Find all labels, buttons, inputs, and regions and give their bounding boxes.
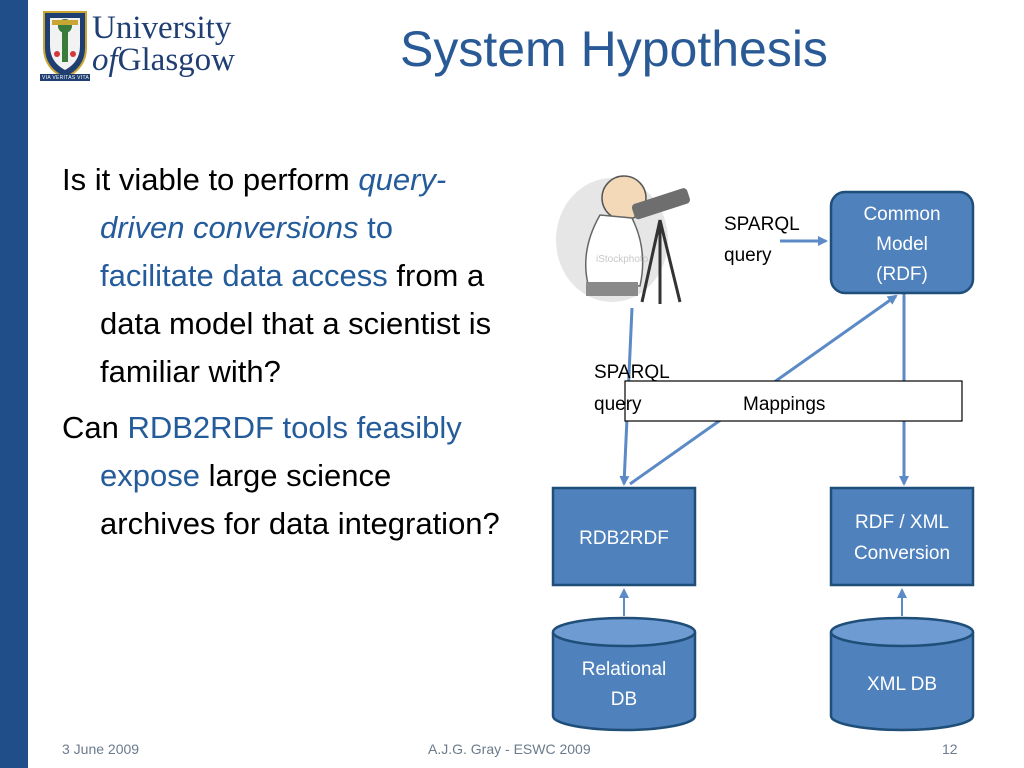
sparql-label-mid-2: query (594, 394, 642, 415)
bullet-2-text-a: Can (62, 410, 128, 445)
bullet-1-highlight: to facilitate data access (100, 210, 393, 293)
logo-motto: VIA VERITAS VITA (42, 75, 90, 81)
logo-university: University (92, 10, 232, 46)
footer-page-number: 12 (942, 741, 958, 757)
mappings-label: Mappings (743, 394, 825, 415)
mappings-box (624, 380, 963, 422)
bullet-1-emphasis: query-driven conversions (100, 162, 447, 245)
scientist-telescope-image: iStockphoto (556, 175, 690, 304)
logo-of-glasgow: ofGlasgow (92, 44, 235, 77)
rdb2rdf-label: RDB2RDF (579, 528, 669, 549)
sidebar-stripe (0, 0, 28, 768)
rdb2rdf-box (551, 486, 697, 587)
common-model-label-2: Model (876, 234, 928, 255)
sparql-label-mid-1: SPARQL (594, 362, 670, 383)
sparql-label-top-2: query (724, 245, 772, 266)
bullet-1-text-d: from a data model that a scientist is fa… (100, 258, 492, 389)
bullet-2-text-c: large science archives for data integrat… (100, 458, 500, 541)
relational-label-2: DB (611, 689, 637, 710)
xmldb-label: XML DB (867, 674, 937, 695)
footer-author: A.J.G. Gray - ESWC 2009 (428, 741, 591, 757)
common-model-box (829, 190, 975, 295)
slide-body: Is it viable to perform query-driven con… (62, 156, 502, 556)
sparql-label-top-1: SPARQL (724, 214, 800, 235)
xml-db-cylinder: XML DB (829, 616, 975, 732)
footer-date: 3 June 2009 (62, 741, 140, 757)
rdfxml-label-1: RDF / XML (855, 512, 949, 533)
relational-db-cylinder: Relational DB (551, 616, 697, 732)
common-model-label-3: (RDF) (876, 264, 928, 285)
image-watermark: iStockphoto (596, 254, 649, 265)
bullet-1: Is it viable to perform query-driven con… (62, 156, 502, 396)
logo-glasgow: Glasgow (117, 42, 235, 78)
common-model-label-1: Common (863, 204, 940, 225)
rdfxml-label-2: Conversion (854, 543, 950, 564)
rdfxml-conversion-box (829, 486, 975, 587)
relational-label-1: Relational (582, 659, 667, 680)
bullet-2: Can RDB2RDF tools feasibly expose large … (62, 404, 502, 548)
slide-title: System Hypothesis (400, 21, 828, 77)
bullet-2-highlight: RDB2RDF tools feasibly expose (100, 410, 462, 493)
bullet-1-text-a: Is it viable to perform (62, 162, 359, 197)
university-logo: University ofGlasgow VIA VERITAS VITA (40, 8, 250, 84)
crest-icon (40, 11, 90, 81)
logo-of: of (92, 42, 118, 78)
